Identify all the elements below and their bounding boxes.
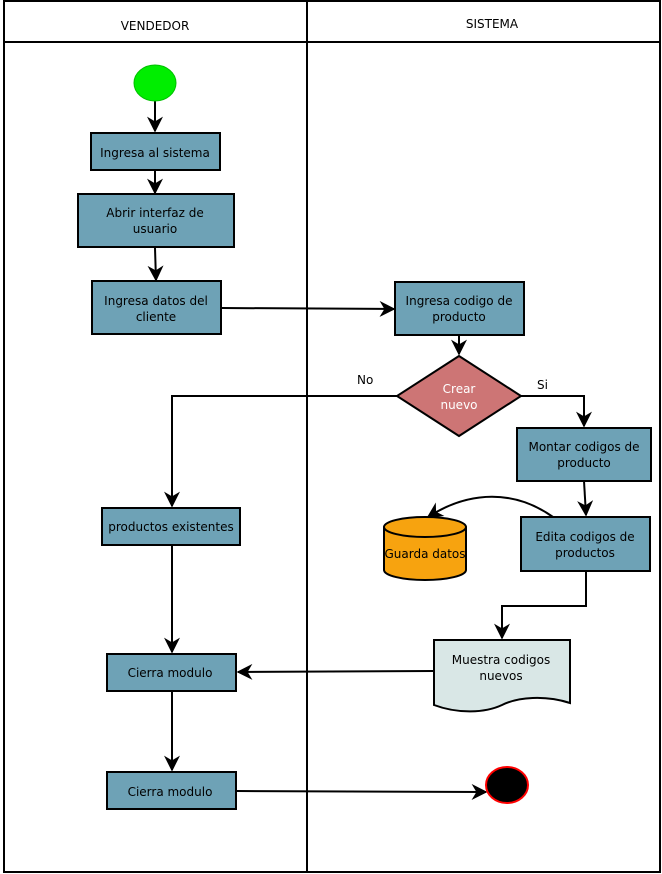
- node-ingresa-codigo-label-1: Ingresa codigo de: [406, 294, 513, 308]
- node-abrir-interfaz-label-1: Abrir interfaz de: [106, 206, 204, 220]
- lane-title-sistema: SISTEMA: [466, 17, 519, 31]
- node-ingresa-datos-label-2: cliente: [136, 310, 176, 324]
- edge-decision-si: [521, 395, 592, 428]
- node-ingresa-codigo-label-2: producto: [432, 310, 486, 324]
- edge-edita-to-muestra: [494, 572, 587, 640]
- node-montar-codigos-label-1: Montar codigos de: [528, 440, 639, 454]
- node-decision-label-2: nuevo: [440, 398, 477, 412]
- edges: [147, 101, 594, 800]
- end-node: [485, 766, 529, 804]
- node-cierra-modulo-2-label: Cierra modulo: [128, 785, 213, 799]
- edge-decision-no: [164, 395, 397, 508]
- node-productos-existentes: productos existentes: [101, 507, 241, 546]
- lane-title-vendedor: VENDEDOR: [121, 19, 190, 33]
- edge-abrir-to-datos: [147, 247, 164, 282]
- edge-label-no: No: [357, 373, 373, 387]
- node-edita-codigos-label-1: Edita codigos de: [535, 530, 634, 544]
- node-montar-codigos: Montar codigos de producto: [516, 427, 652, 482]
- node-muestra-codigos-label-2: nuevos: [479, 669, 522, 683]
- diagram-frame: [3, 0, 661, 873]
- node-ingresa-sistema-label: Ingresa al sistema: [100, 146, 210, 160]
- edge-edita-to-guarda: [426, 495, 554, 518]
- node-montar-codigos-label-2: producto: [557, 456, 611, 470]
- node-edita-codigos: Edita codigos de productos: [520, 516, 651, 572]
- node-cierra-modulo-2: Cierra modulo: [106, 771, 237, 810]
- start-node: [133, 64, 177, 102]
- node-abrir-interfaz-label-2: usuario: [133, 222, 177, 236]
- edge-label-si: Si: [537, 378, 548, 392]
- node-ingresa-datos-label-1: Ingresa datos del: [104, 294, 208, 308]
- edge-montar-to-edita: [577, 480, 594, 517]
- node-guarda-datos: Guarda datos: [383, 516, 467, 581]
- node-decision-crear-nuevo: Crear nuevo: [395, 354, 523, 438]
- node-muestra-codigos: Muestra codigos nuevos: [433, 639, 571, 713]
- node-ingresa-codigo: Ingresa codigo de producto: [394, 281, 525, 336]
- node-edita-codigos-label-2: productos: [555, 546, 615, 560]
- node-cierra-modulo-1-label: Cierra modulo: [128, 666, 213, 680]
- edge-datos-to-codigo: [221, 300, 396, 317]
- node-abrir-interfaz: Abrir interfaz de usuario: [77, 193, 235, 248]
- edge-cierra2-to-end: [236, 783, 488, 800]
- swimlanes: VENDEDOR SISTEMA: [3, 0, 661, 873]
- node-cierra-modulo-1: Cierra modulo: [106, 653, 237, 692]
- node-decision-label-1: Crear: [443, 382, 476, 396]
- node-muestra-codigos-label-1: Muestra codigos: [452, 653, 551, 667]
- node-ingresa-sistema: Ingresa al sistema: [90, 132, 221, 171]
- node-productos-existentes-label: productos existentes: [108, 520, 233, 534]
- edge-muestra-to-cierra1: [236, 663, 435, 680]
- node-guarda-datos-label: Guarda datos: [384, 547, 465, 561]
- node-ingresa-datos: Ingresa datos del cliente: [91, 280, 222, 335]
